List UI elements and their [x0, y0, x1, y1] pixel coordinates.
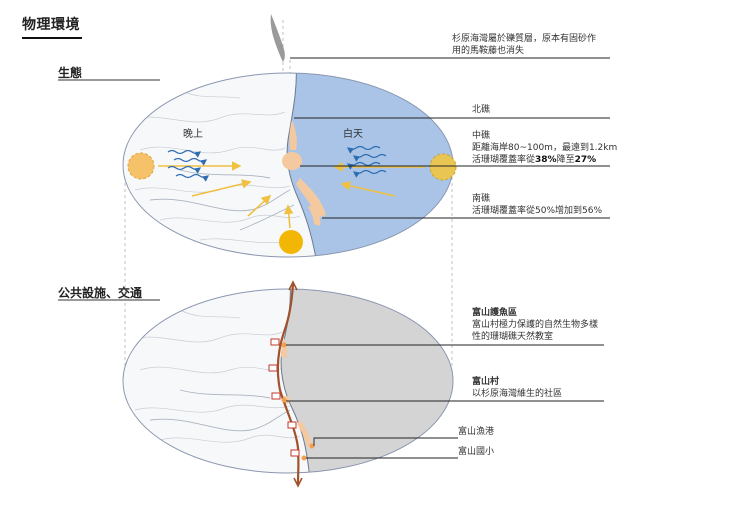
- section-ecology: 生態: [58, 66, 83, 80]
- route-markers: [268, 338, 300, 457]
- leader-lines: [286, 57, 610, 459]
- facility-dot-village: [281, 397, 287, 403]
- fushan-reserve-title: 富山護魚區: [472, 308, 518, 318]
- middle-reef-note: 中礁 距離海岸80~100m，最遠到1.2km 活珊瑚覆蓋率從38%降至27%: [472, 130, 617, 166]
- middle-reef-line-2: 活珊瑚覆蓋率從38%降至27%: [472, 155, 597, 165]
- south-reef-line-1: 活珊瑚覆蓋率從50%增加到56%: [472, 206, 603, 216]
- sun-dashed-left: [127, 152, 155, 180]
- middle-reef-line-1: 距離海岸80~100m，最遠到1.2km: [472, 143, 618, 153]
- fushan-village-title: 富山村: [472, 377, 500, 387]
- sea-gray-area: [281, 289, 453, 473]
- section-facilities: 公共設施、交通: [58, 286, 143, 300]
- fushan-village-note: 富山村 以杉原海灣維生的社區: [472, 376, 562, 400]
- top-note-line-1: 杉原海灣屬於礫質層，原本有固砂作: [452, 34, 597, 44]
- night-wind-arrows: [167, 149, 210, 182]
- facilities-ellipse-outline: [122, 288, 454, 474]
- sun-dashed-right: [429, 153, 457, 181]
- fishing-port-label: 富山漁港: [458, 427, 495, 437]
- highway-route: [276, 283, 300, 485]
- north-reef: [289, 120, 297, 150]
- page-title: 物理環境: [22, 17, 80, 33]
- south-reef-2: [308, 205, 321, 226]
- fushan-reserve-note: 富山護魚區 富山村極力保護的自然生物多樣 性的珊瑚礁天然教室: [472, 307, 598, 343]
- elementary-school-label: 富山國小: [458, 447, 495, 457]
- night-label: 晚上: [183, 129, 203, 140]
- fushan-reserve-line-2: 性的珊瑚礁天然教室: [472, 332, 554, 342]
- title-underline: [22, 37, 82, 39]
- fushan-village-line-1: 以杉原海灣維生的社區: [472, 389, 563, 399]
- south-reef-title: 南礁: [472, 194, 491, 204]
- north-reef-label: 北礁: [472, 105, 491, 115]
- top-note-line-2: 用的馬鞍藤也消失: [452, 46, 525, 56]
- top-note: 杉原海灣屬於礫質層，原本有固砂作 用的馬鞍藤也消失: [452, 33, 596, 57]
- middle-reef: [282, 152, 302, 170]
- sun-solid: [279, 230, 303, 254]
- route-arrow-north: [288, 280, 298, 291]
- south-reef-1: [296, 178, 326, 218]
- middle-reef-title: 中礁: [472, 131, 491, 141]
- south-reef-note: 南礁 活珊瑚覆蓋率從50%增加到56%: [472, 193, 602, 217]
- fushan-reserve-line-1: 富山村極力保護的自然生物多樣: [472, 320, 599, 330]
- facility-dot-port: [309, 443, 315, 449]
- day-label: 白天: [343, 129, 363, 140]
- facility-dot-school: [301, 455, 307, 461]
- day-wind-arrows: [346, 145, 387, 178]
- facility-dot-reserve: [281, 342, 287, 348]
- route-arrow-south: [293, 477, 303, 488]
- peninsula-silhouette: [270, 14, 285, 62]
